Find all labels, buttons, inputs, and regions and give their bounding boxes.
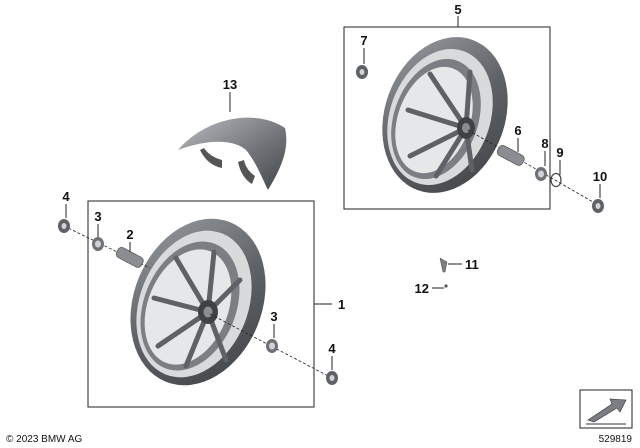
callout-12: 12: [415, 281, 429, 296]
front-fender-icon: [178, 117, 287, 190]
bearing-icon: [92, 237, 104, 251]
callout-9: 9: [556, 145, 563, 160]
navigation-arrow-box[interactable]: [579, 389, 633, 429]
washer-icon: [356, 65, 368, 79]
callout-10: 10: [593, 169, 607, 184]
diagram-number: 529819: [599, 434, 633, 445]
copyright-text: © 2023 BMW AG: [6, 434, 83, 445]
circlip-icon: [550, 172, 562, 188]
seal-icon: [58, 219, 70, 233]
callout-3-left: 3: [94, 209, 101, 224]
leader-lines: [65, 16, 601, 370]
bolt-icon: [439, 257, 448, 288]
callout-5: 5: [454, 2, 461, 17]
front-wheel-icon: [130, 218, 266, 386]
bearing-icon: [535, 167, 547, 181]
seal-icon: [592, 199, 604, 213]
callout-6: 6: [514, 123, 521, 138]
rear-wheel-icon: [382, 37, 508, 193]
callout-13: 13: [223, 77, 237, 92]
callout-labels: 5 7 6 8 9 10 13 4 3 2 1 3 4 11 12: [62, 2, 607, 356]
callout-7: 7: [360, 33, 367, 48]
callout-1: 1: [338, 297, 345, 312]
group-box-rear-wheel: [343, 26, 551, 210]
spacer-sleeve-icon: [496, 145, 525, 166]
callout-4-left: 4: [62, 189, 70, 204]
axle-spacer-icon: [115, 247, 144, 268]
callout-11: 11: [465, 257, 479, 272]
nav-arrow-icon: [586, 398, 627, 425]
callout-2: 2: [126, 227, 133, 242]
callout-8: 8: [541, 136, 548, 151]
callout-4-right: 4: [328, 341, 336, 356]
callout-3-right: 3: [270, 309, 277, 324]
bearing-icon: [266, 339, 278, 353]
seal-icon: [326, 371, 338, 385]
